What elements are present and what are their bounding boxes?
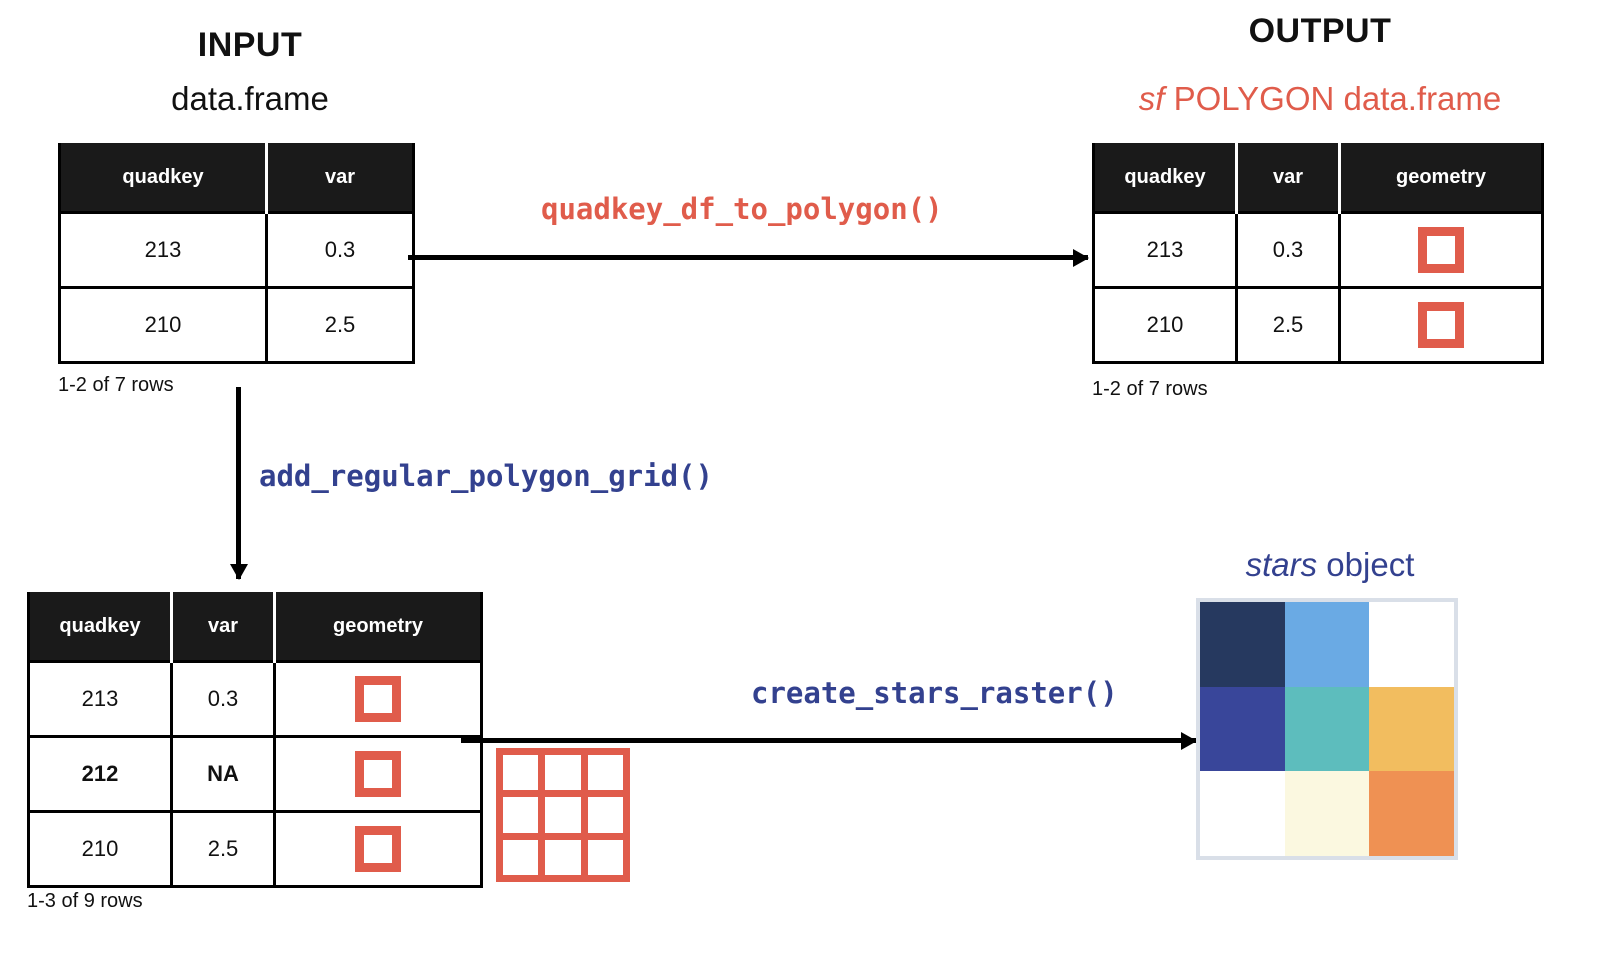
cell-var: 2.5 (266, 286, 412, 364)
cell-geometry (1339, 286, 1541, 364)
arrow-input-to-grid-table (236, 387, 241, 579)
input-table-wrap: quadkey var 213 0.3 210 2.5 (58, 143, 415, 369)
grid-table: quadkey var geometry 213 0.3 212 NA 210 … (30, 592, 480, 888)
grid-cell (587, 755, 623, 791)
table-row: 210 2.5 (30, 810, 480, 888)
output-table-wrap: quadkey var geometry 213 0.3 210 2.5 (1092, 143, 1544, 369)
input-subheading: data.frame (171, 80, 329, 117)
raster-cell (1200, 771, 1285, 856)
grid-cell (503, 797, 539, 833)
output-subheading-sf: sf (1138, 80, 1165, 117)
polygon-square-icon (1418, 302, 1464, 348)
input-heading: INPUT (197, 26, 303, 64)
grid-cell (587, 797, 623, 833)
cell-quadkey: 210 (61, 286, 268, 364)
input-table-caption: 1-2 of 7 rows (58, 374, 174, 396)
grid-cell (503, 839, 539, 875)
column-header-var: var (266, 143, 412, 213)
input-table: quadkey var 213 0.3 210 2.5 (61, 143, 412, 364)
column-header-quadkey: quadkey (30, 592, 173, 662)
regular-polygon-grid-icon (496, 748, 630, 882)
raster-cell (1200, 686, 1285, 772)
function-label-quadkey-df-to-polygon: quadkey_df_to_polygon() (541, 192, 943, 226)
table-row: 212 NA (30, 735, 480, 812)
arrow-grid-to-stars (461, 738, 1196, 743)
raster-cell (1369, 602, 1454, 687)
polygon-square-icon (1418, 227, 1464, 273)
cell-var: 0.3 (1236, 211, 1341, 288)
table-row: 213 0.3 (1095, 211, 1541, 288)
cell-geometry (274, 735, 480, 812)
arrow-input-to-output (408, 255, 1088, 260)
raster-cell (1369, 771, 1454, 856)
table-header-row: quadkey var (61, 143, 412, 213)
cell-geometry (274, 810, 480, 888)
cell-quadkey: 210 (1095, 286, 1238, 364)
cell-quadkey: 213 (30, 660, 173, 737)
table-row: 210 2.5 (61, 286, 412, 364)
function-label-add-regular-polygon-grid: add_regular_polygon_grid() (259, 459, 713, 493)
column-header-quadkey: quadkey (61, 143, 268, 213)
table-row: 213 0.3 (30, 660, 480, 737)
cell-geometry (1339, 211, 1541, 288)
output-table-caption: 1-2 of 7 rows (1092, 378, 1208, 400)
stars-heading-stars: stars (1245, 546, 1318, 583)
output-subheading-rest: POLYGON data.frame (1164, 80, 1502, 117)
grid-cell (545, 755, 581, 791)
output-table: quadkey var geometry 213 0.3 210 2.5 (1095, 143, 1541, 364)
cell-var: 0.3 (266, 211, 412, 288)
table-header-row: quadkey var geometry (30, 592, 480, 662)
cell-quadkey: 210 (30, 810, 173, 888)
stars-heading: stars object (1140, 546, 1520, 584)
column-header-geometry: geometry (274, 592, 480, 662)
cell-var: NA (171, 735, 276, 812)
stars-raster-grid (1200, 602, 1454, 856)
column-header-geometry: geometry (1339, 143, 1541, 213)
grid-cell (545, 797, 581, 833)
output-heading: OUTPUT (1248, 12, 1392, 50)
raster-cell (1284, 686, 1370, 772)
raster-cell (1369, 686, 1454, 772)
table-header-row: quadkey var geometry (1095, 143, 1541, 213)
cell-quadkey: 212 (30, 735, 173, 812)
cell-var: 2.5 (171, 810, 276, 888)
grid-cell (503, 755, 539, 791)
table-row: 210 2.5 (1095, 286, 1541, 364)
polygon-square-icon (355, 826, 401, 872)
cell-quadkey: 213 (1095, 211, 1238, 288)
raster-cell (1284, 602, 1370, 687)
column-header-quadkey: quadkey (1095, 143, 1238, 213)
raster-cell (1284, 771, 1370, 856)
table-row: 213 0.3 (61, 211, 412, 288)
grid-table-caption: 1-3 of 9 rows (27, 890, 143, 912)
stars-raster (1196, 598, 1458, 860)
function-label-create-stars-raster: create_stars_raster() (751, 676, 1118, 710)
polygon-square-icon (355, 676, 401, 722)
grid-cell (545, 839, 581, 875)
column-header-var: var (171, 592, 276, 662)
grid-table-wrap: quadkey var geometry 213 0.3 212 NA 210 … (27, 592, 483, 893)
grid-cell (587, 839, 623, 875)
cell-quadkey: 213 (61, 211, 268, 288)
cell-var: 0.3 (171, 660, 276, 737)
stars-heading-rest: object (1317, 546, 1415, 583)
cell-geometry (274, 660, 480, 737)
polygon-square-icon (355, 751, 401, 797)
output-subheading: sf POLYGON data.frame (1100, 80, 1540, 118)
column-header-var: var (1236, 143, 1341, 213)
cell-var: 2.5 (1236, 286, 1341, 364)
raster-cell (1200, 602, 1285, 687)
